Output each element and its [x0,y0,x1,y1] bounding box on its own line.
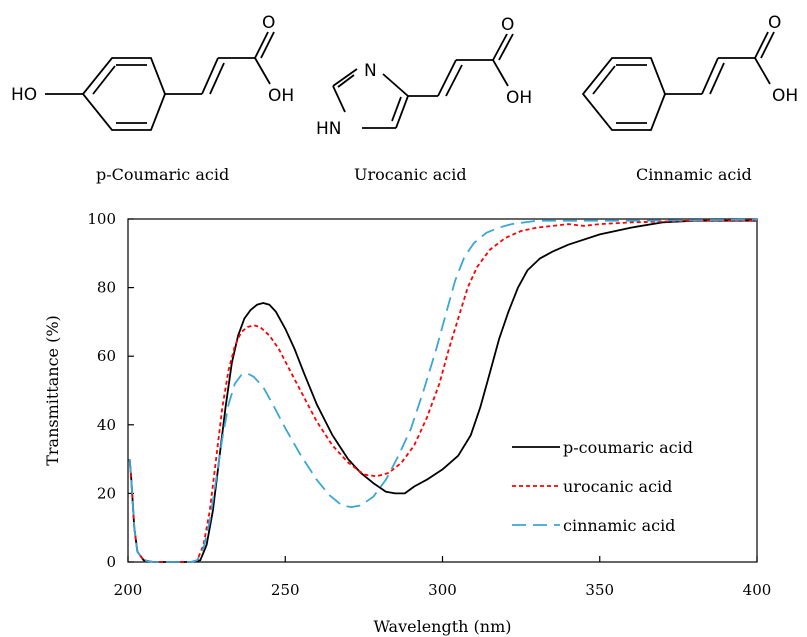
benzene-ring [45,31,275,131]
atom-label-ho: HO [11,85,37,105]
series-line-cinnamic-acid [128,218,758,563]
atom-label-o: O [262,13,275,33]
series-line-urocanic-acid [128,219,757,563]
series-lines [128,218,758,563]
x-tick-label: 400 [743,581,772,599]
y-tick-label: 100 [87,210,116,228]
x-axis-title: Wavelength (nm) [373,617,511,636]
imidazole-ring [332,33,514,129]
y-tick-label: 40 [97,416,116,434]
y-axis-title: Transmittance (%) [43,315,62,466]
y-tick-label: 0 [106,553,116,571]
y-tick-label: 80 [97,279,116,297]
ticks: 200 250 300 350 400 0 20 40 60 80 100 [87,210,771,599]
structure-p-coumaric-acid: HO O OH p-Coumaric acid [11,13,294,184]
atom-label-o: O [768,13,781,33]
series-line-p-coumaric-acid [128,219,757,563]
x-tick-label: 300 [428,581,457,599]
caption-p-coumaric-acid: p-Coumaric acid [96,165,229,184]
atom-label-n: N [364,61,377,81]
legend-label: p-coumaric acid [563,438,693,457]
legend-label: urocanic acid [563,477,672,496]
atom-label-oh: OH [506,88,532,108]
legend: p-coumaric acid urocanic acid cinnamic aci… [512,438,693,535]
y-tick-label: 20 [97,484,116,502]
x-tick-label: 250 [271,581,300,599]
atom-label-hn: HN [316,119,342,139]
legend-label: cinnamic acid [563,516,675,535]
x-tick-label: 200 [114,581,143,599]
transmittance-chart: 200 250 300 350 400 0 20 40 60 80 100 Wavelength (… [43,210,771,636]
atom-label-oh: OH [772,86,798,106]
structure-urocanic-acid: N HN O OH Urocanic acid [316,15,532,184]
caption-urocanic-acid: Urocanic acid [354,165,467,184]
structure-cinnamic-acid: O OH Cinnamic acid [581,13,798,184]
benzene-ring [581,31,775,131]
plot-frame [127,218,758,563]
caption-cinnamic-acid: Cinnamic acid [636,165,752,184]
axes [127,218,758,563]
atom-label-oh: OH [268,86,294,106]
atom-label-o: O [501,15,514,35]
x-tick-label: 350 [585,581,614,599]
y-tick-label: 60 [97,347,116,365]
